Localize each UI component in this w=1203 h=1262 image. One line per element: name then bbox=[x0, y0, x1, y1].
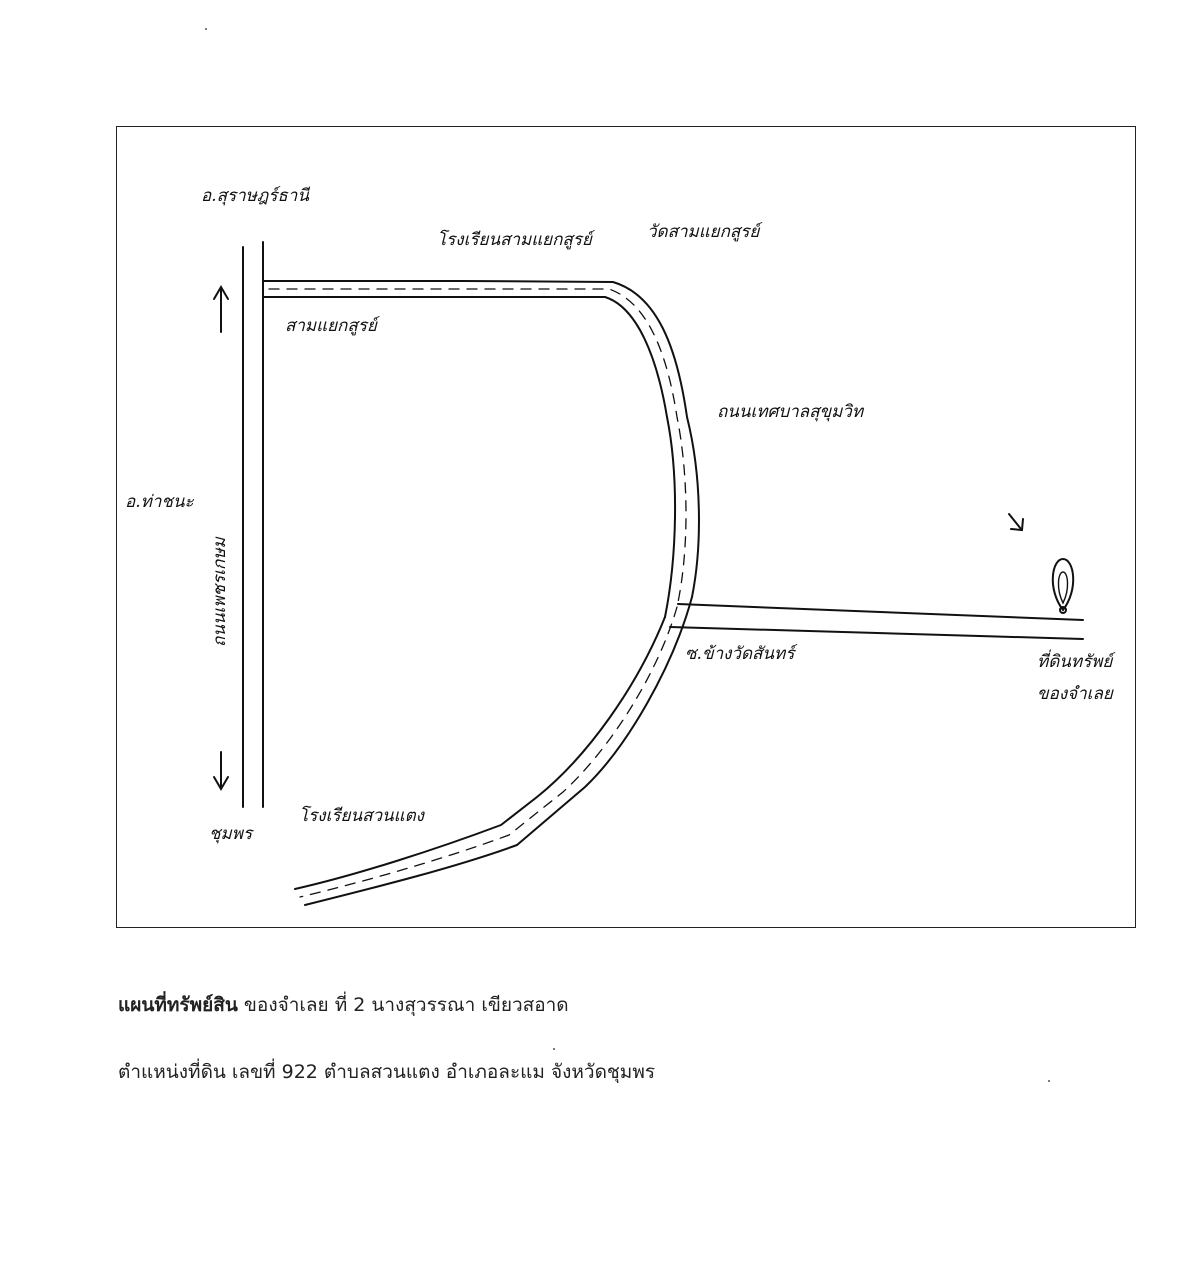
scan-speck bbox=[205, 28, 207, 30]
label-tha-chana: อ.ท่าชนะ bbox=[125, 492, 195, 512]
caption-location: ตำแหน่งที่ดิน เลขที่ 922 ตำบลสวนแตง อำเภ… bbox=[118, 1061, 656, 1083]
top-road-upper bbox=[262, 280, 700, 598]
caption-title-bold: แผนที่ทรัพย์สิน bbox=[118, 994, 238, 1016]
arrow-plot-shaft bbox=[1008, 513, 1022, 530]
top-road-lower bbox=[262, 296, 677, 618]
top-road-center bbox=[268, 288, 687, 608]
arrow-down-head bbox=[213, 776, 229, 791]
label-school-top: โรงเรียนสามแยกสูรย์ bbox=[437, 229, 596, 250]
caption-title-rest: ของจำเลย ที่ 2 นางสุวรรณา เขียวสอาด bbox=[237, 994, 569, 1016]
curve-road-right bbox=[304, 596, 693, 906]
label-soi: ซ.ข้างวัดสันทร์ bbox=[685, 644, 798, 664]
label-school-bottom: โรงเรียนสวนแตง bbox=[299, 805, 426, 826]
label-surat-thani: อ.สุราษฎร์ธานี bbox=[201, 186, 311, 206]
label-highway: ถนนเพชรเกษม bbox=[210, 536, 230, 647]
map-frame: อ.สุราษฎร์ธานี โรงเรียนสามแยกสูรย์ วัดสา… bbox=[116, 126, 1136, 928]
label-plot-owner: ของจำเลย bbox=[1037, 684, 1114, 704]
scan-speck bbox=[553, 1048, 555, 1050]
side-road-lower bbox=[669, 626, 1084, 640]
scan-speck bbox=[1048, 1080, 1050, 1082]
curve-road-center bbox=[299, 606, 678, 898]
hand-drawn-map: อ.สุราษฎร์ธานี โรงเรียนสามแยกสูรย์ วัดสา… bbox=[125, 186, 1116, 906]
label-chumphon: ชุมพร bbox=[209, 824, 254, 844]
side-road-upper bbox=[677, 603, 1084, 621]
arrow-up-head bbox=[213, 285, 229, 300]
label-plot-marker: ที่ดินทรัพย์ bbox=[1037, 649, 1116, 672]
arrow-plot-head bbox=[1010, 518, 1024, 532]
curve-road-left bbox=[294, 616, 666, 890]
label-junction: สามแยกสูรย์ bbox=[285, 316, 381, 336]
map-pin-icon bbox=[1051, 557, 1075, 612]
label-temple-top: วัดสามแยกสูรย์ bbox=[647, 222, 763, 242]
caption-title: แผนที่ทรัพย์สิน ของจำเลย ที่ 2 นางสุวรรณ… bbox=[118, 990, 569, 1020]
map-pin-inner bbox=[1057, 571, 1069, 605]
label-road-right: ถนนเทศบาลสุขุมวิท bbox=[717, 402, 865, 422]
